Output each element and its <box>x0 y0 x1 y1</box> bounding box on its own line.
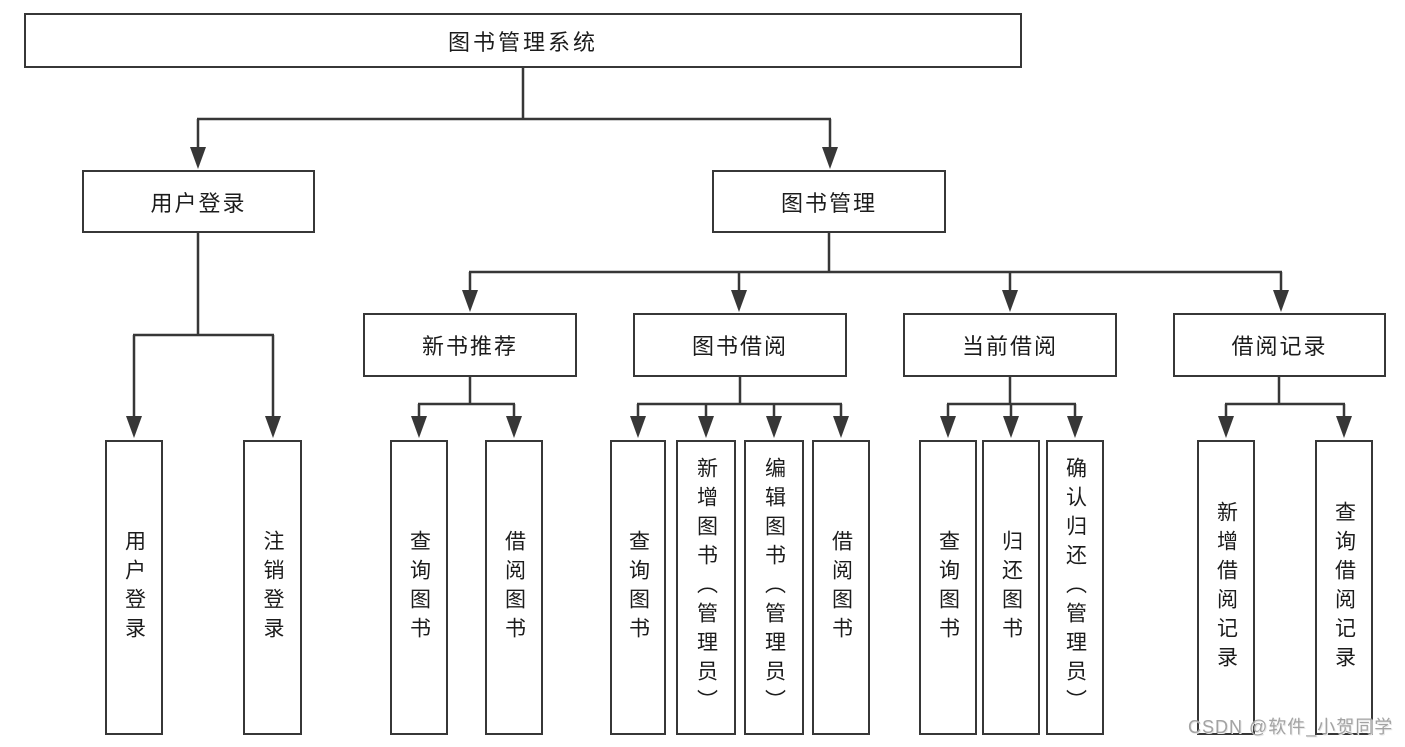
node-leaf-query-book-a: 查询图书 <box>390 440 448 735</box>
node-leaf-edit-book-admin: 编辑图书（管理员） <box>744 440 804 735</box>
node-leaf-add-borrow-record: 新增借阅记录 <box>1197 440 1255 735</box>
connector-current-borrow-to-leaves <box>940 377 1083 438</box>
node-leaf-borrow-book-b-label: 借阅图书 <box>829 529 853 646</box>
node-leaf-query-book-b: 查询图书 <box>610 440 666 735</box>
node-leaf-query-book-c: 查询图书 <box>919 440 977 735</box>
arrowhead <box>265 416 281 438</box>
arrowhead <box>1218 416 1234 438</box>
node-borrowing-records-label: 借阅记录 <box>1231 334 1328 359</box>
node-user-login-label: 用户登录 <box>150 190 247 216</box>
node-system-root-label: 图书管理系统 <box>447 29 598 55</box>
node-book-borrowing-label: 图书借阅 <box>691 334 788 359</box>
node-leaf-edit-book-admin-label: 编辑图书（管理员） <box>762 457 786 718</box>
node-leaf-query-borrow-record: 查询借阅记录 <box>1315 440 1373 735</box>
arrowhead <box>411 416 427 438</box>
arrowhead <box>766 416 782 438</box>
arrowhead <box>822 147 838 169</box>
arrowhead <box>190 147 206 169</box>
node-leaf-borrow-book-a: 借阅图书 <box>485 440 543 735</box>
node-leaf-add-book-admin: 新增图书（管理员） <box>676 440 736 735</box>
node-leaf-return-book-label: 归还图书 <box>999 529 1023 646</box>
arrowhead <box>630 416 646 438</box>
connector-borrow-record-to-leaves <box>1218 377 1352 438</box>
arrowhead <box>940 416 956 438</box>
arrowhead <box>833 416 849 438</box>
node-current-borrowing: 当前借阅 <box>903 313 1117 377</box>
node-leaf-query-book-c-label: 查询图书 <box>936 529 960 646</box>
node-leaf-borrow-book-a-label: 借阅图书 <box>502 529 526 646</box>
node-book-management: 图书管理 <box>712 170 946 233</box>
node-leaf-add-book-admin-label: 新增图书（管理员） <box>694 457 718 718</box>
node-leaf-query-book-b-label: 查询图书 <box>626 529 650 646</box>
node-system-root: 图书管理系统 <box>24 13 1022 68</box>
node-leaf-logout: 注销登录 <box>243 440 302 735</box>
node-book-management-label: 图书管理 <box>780 190 877 216</box>
node-new-book-recommend-label: 新书推荐 <box>421 334 518 359</box>
node-leaf-return-book: 归还图书 <box>982 440 1040 735</box>
arrowhead <box>126 416 142 438</box>
arrowhead <box>1336 416 1352 438</box>
node-book-borrowing: 图书借阅 <box>633 313 847 377</box>
arrowhead <box>731 290 747 312</box>
node-borrowing-records: 借阅记录 <box>1173 313 1386 377</box>
connector-root-to-level2 <box>190 67 838 169</box>
arrowhead <box>1003 416 1019 438</box>
node-user-login: 用户登录 <box>82 170 315 233</box>
connector-book-borrow-to-leaves <box>630 377 849 438</box>
node-leaf-logout-label: 注销登录 <box>261 529 285 646</box>
connector-user-login-to-leaves <box>126 233 281 438</box>
arrowhead <box>698 416 714 438</box>
connector-new-book-to-leaves <box>411 377 522 438</box>
node-new-book-recommend: 新书推荐 <box>363 313 577 377</box>
connector-book-mgmt-to-level3 <box>462 233 1289 312</box>
node-leaf-add-borrow-record-label: 新增借阅记录 <box>1214 500 1238 675</box>
node-leaf-query-borrow-record-label: 查询借阅记录 <box>1332 500 1356 675</box>
arrowhead <box>1273 290 1289 312</box>
csdn-watermark: CSDN @软件_小贺同学 <box>1188 717 1394 737</box>
node-leaf-user-login-label: 用户登录 <box>122 529 146 646</box>
arrowhead <box>506 416 522 438</box>
arrowhead <box>462 290 478 312</box>
arrowhead <box>1002 290 1018 312</box>
node-current-borrowing-label: 当前借阅 <box>961 334 1058 359</box>
arrowhead <box>1067 416 1083 438</box>
node-leaf-query-book-a-label: 查询图书 <box>407 529 431 646</box>
node-leaf-user-login: 用户登录 <box>105 440 163 735</box>
node-leaf-borrow-book-b: 借阅图书 <box>812 440 870 735</box>
node-leaf-confirm-return-admin-label: 确认归还（管理员） <box>1063 457 1087 718</box>
node-leaf-confirm-return-admin: 确认归还（管理员） <box>1046 440 1104 735</box>
